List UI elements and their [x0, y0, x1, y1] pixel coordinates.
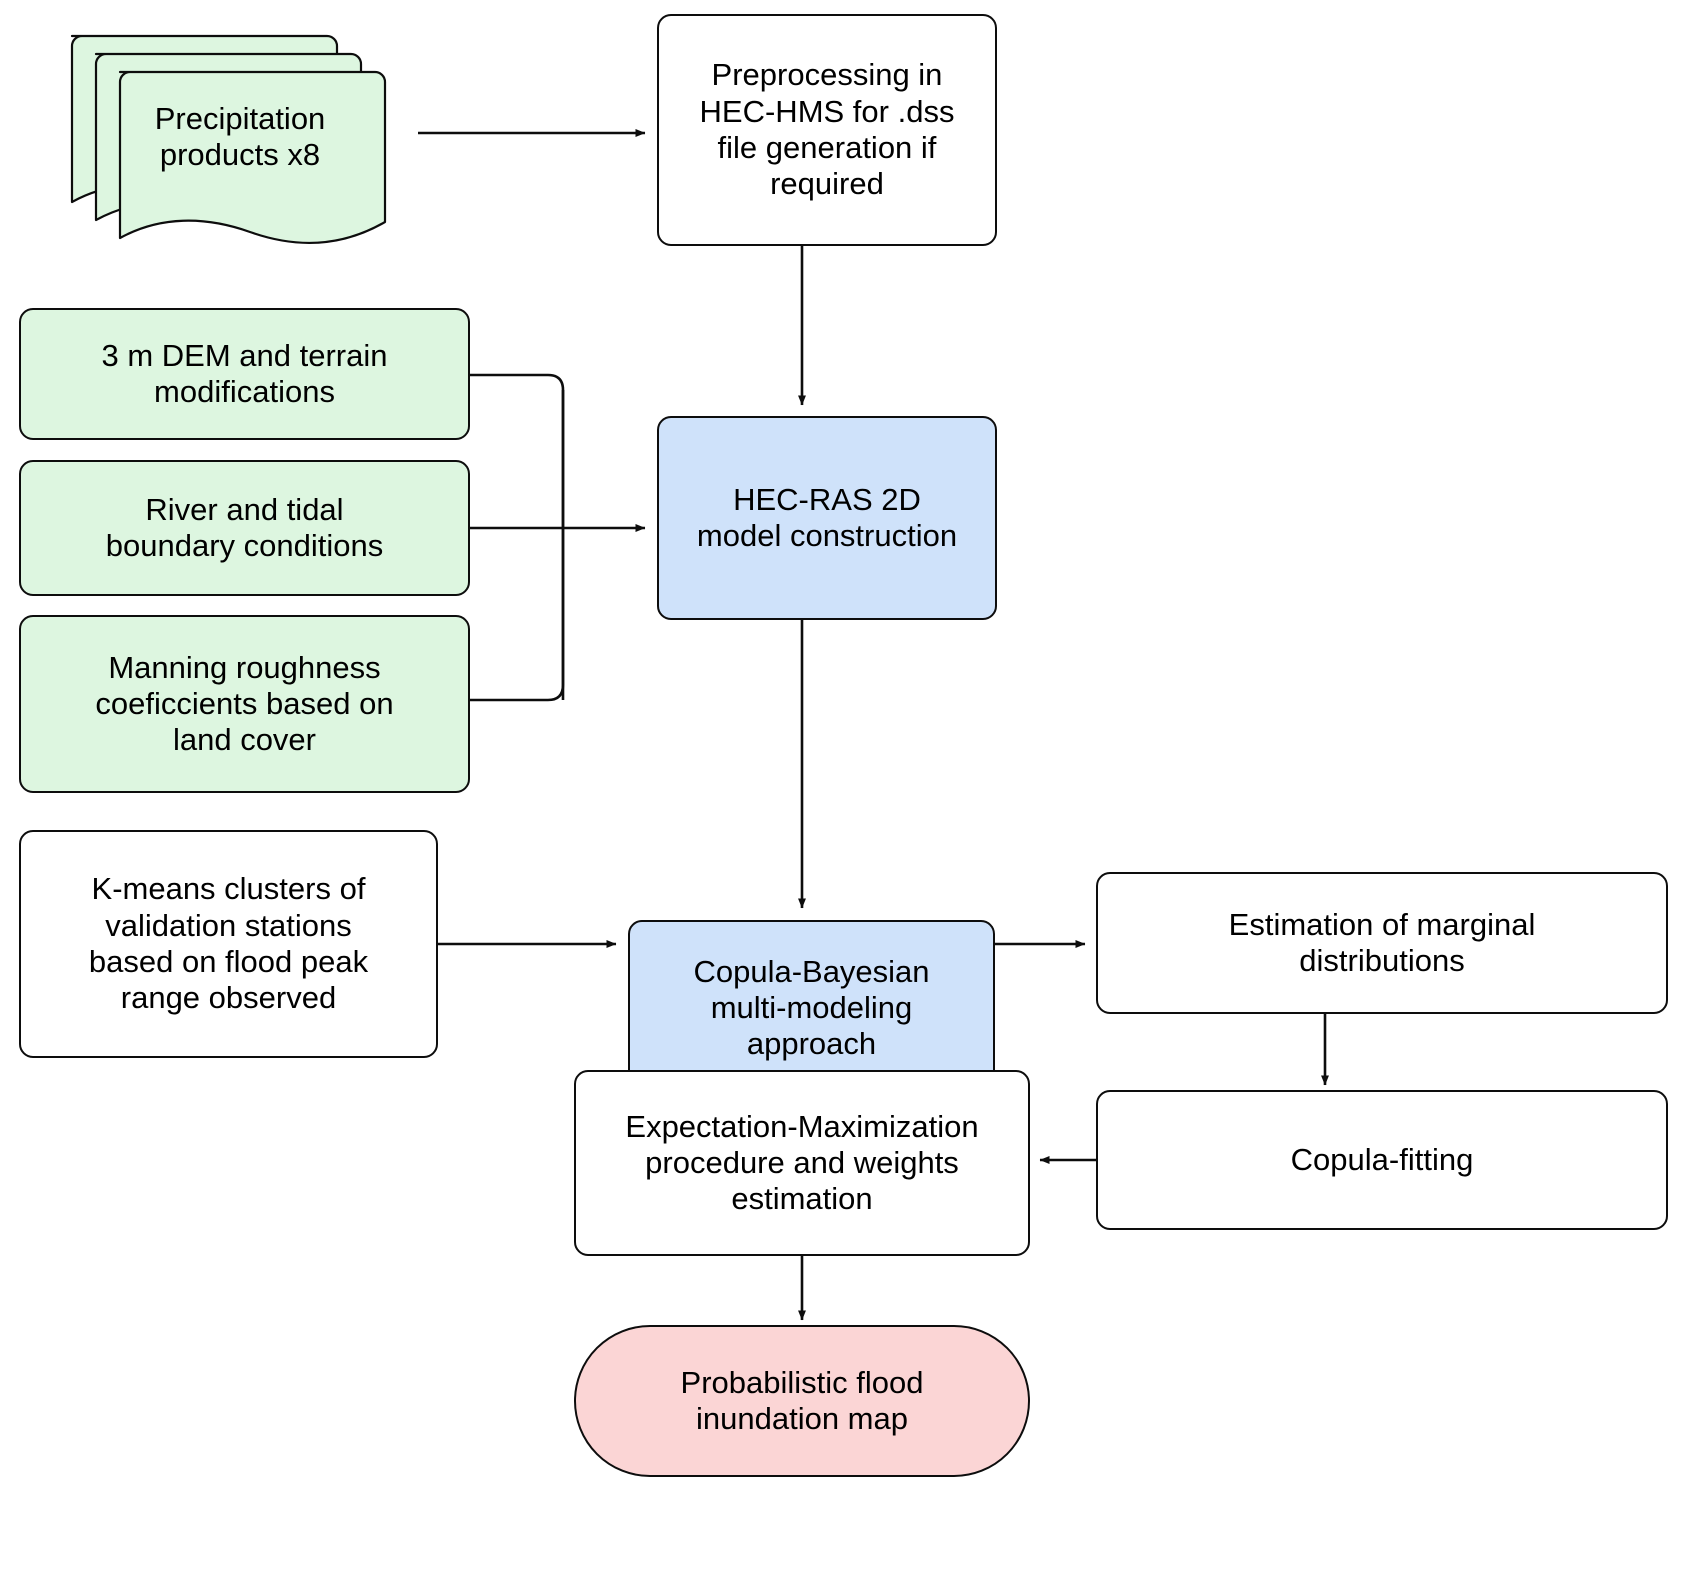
node-kmeans-clusters-label: K-means clusters of validation stations …	[88, 871, 369, 1016]
node-copula-fitting[interactable]: Copula-fitting	[1096, 1090, 1668, 1230]
node-expectation-maximization-label: Expectation-Maximization procedure and w…	[625, 1108, 979, 1217]
edge-manning-to-hecras	[470, 390, 565, 702]
node-precipitation-products[interactable]: Precipitation products x8	[60, 16, 420, 246]
node-marginal-distributions[interactable]: Estimation of marginal distributions	[1096, 872, 1668, 1014]
node-marginal-distributions-label: Estimation of marginal distributions	[1228, 906, 1536, 978]
node-precipitation-products-label: Precipitation products x8	[154, 100, 326, 172]
node-dem-terrain[interactable]: 3 m DEM and terrain modifications	[19, 308, 470, 440]
node-preprocessing-hec-hms-label: Preprocessing in HEC-HMS for .dss file g…	[699, 57, 955, 202]
node-manning-roughness[interactable]: Manning roughness coeficcients based on …	[19, 615, 470, 793]
edge-dem-to-hecras	[470, 373, 565, 700]
node-preprocessing-hec-hms[interactable]: Preprocessing in HEC-HMS for .dss file g…	[657, 14, 997, 246]
node-probabilistic-flood-map[interactable]: Probabilistic flood inundation map	[574, 1325, 1030, 1477]
node-river-tidal-boundary[interactable]: River and tidal boundary conditions	[19, 460, 470, 596]
node-kmeans-clusters[interactable]: K-means clusters of validation stations …	[19, 830, 438, 1058]
node-expectation-maximization[interactable]: Expectation-Maximization procedure and w…	[574, 1070, 1030, 1256]
node-manning-roughness-label: Manning roughness coeficcients based on …	[95, 649, 394, 758]
node-copula-bayesian-label: Copula-Bayesian multi-modeling approach	[693, 953, 930, 1062]
stacked-document-icon	[70, 34, 387, 245]
node-copula-fitting-label: Copula-fitting	[1290, 1141, 1474, 1177]
node-river-tidal-boundary-label: River and tidal boundary conditions	[105, 491, 384, 563]
node-hec-ras-2d[interactable]: HEC-RAS 2D model construction	[657, 416, 997, 620]
node-hec-ras-2d-label: HEC-RAS 2D model construction	[696, 481, 958, 553]
node-dem-terrain-label: 3 m DEM and terrain modifications	[101, 337, 388, 409]
node-probabilistic-flood-map-label: Probabilistic flood inundation map	[680, 1364, 924, 1436]
